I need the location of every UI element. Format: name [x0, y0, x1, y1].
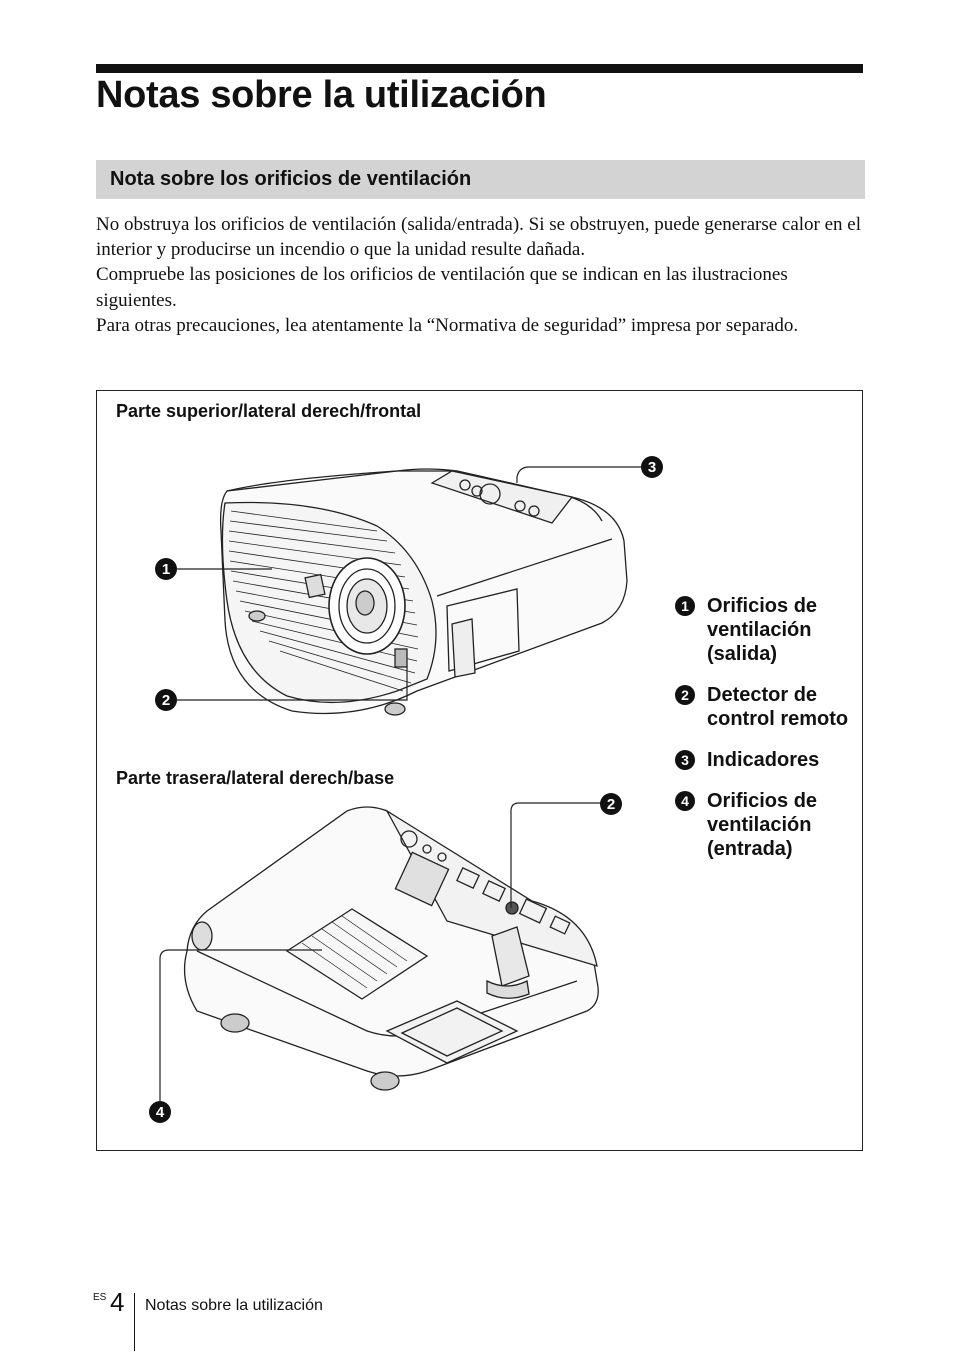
legend-number: 2: [675, 685, 695, 705]
body-text: No obstruya los orificios de ventilación…: [96, 212, 866, 338]
footer-page-number: 4: [110, 1287, 125, 1317]
projector-front-drawing: [219, 468, 628, 716]
legend-text: Orificios de ventilación (salida): [707, 595, 818, 665]
leader-line-2: [177, 666, 408, 701]
section-header: Nota sobre los orificios de ventilación: [96, 160, 865, 199]
title-rule: [96, 64, 863, 73]
figure-label-bottom: Parte trasera/lateral derech/base: [116, 768, 395, 788]
legend-item: 2 Detector de control remoto: [675, 683, 855, 731]
legend-item: 4 Orificios de ventilación (entrada): [675, 789, 855, 861]
leader-line-4: [159, 949, 322, 1101]
callout-1-badge: 1: [155, 558, 177, 580]
figure-legend: 1 Orificios de ventilación (salida) 2 De…: [675, 594, 855, 878]
legend-number: 3: [675, 750, 695, 770]
paragraph: Para otras precauciones, lea atentamente…: [96, 314, 799, 336]
legend-item: 3 Indicadores: [675, 748, 855, 772]
leader-line-3: [516, 466, 641, 483]
legend-number: 1: [675, 596, 695, 616]
footer-divider: [134, 1293, 135, 1351]
projector-illustrations: [159, 466, 641, 1101]
footer-language: ES: [93, 1292, 107, 1303]
paragraph: Compruebe las posiciones de los orificio…: [96, 264, 788, 311]
legend-text: Indicadores: [707, 749, 820, 771]
figure-label-top: Parte superior/lateral derech/frontal: [116, 401, 422, 421]
legend-text: Detector de control remoto: [707, 684, 849, 730]
legend-item: 1 Orificios de ventilación (salida): [675, 594, 855, 666]
section-title: Nota sobre los orificios de ventilación: [110, 168, 472, 190]
page-title: Notas sobre la utilización: [96, 74, 547, 116]
callout-2-badge: 2: [155, 689, 177, 711]
callout-2b-badge: 2: [600, 793, 622, 815]
callout-4-badge: 4: [149, 1101, 171, 1123]
paragraph: No obstruya los orificios de ventilación…: [96, 214, 862, 261]
projector-rear-drawing: [183, 806, 599, 1091]
legend-number: 4: [675, 791, 695, 811]
ventilation-figure: Parte superior/lateral derech/frontal Pa…: [96, 390, 863, 1151]
legend-text: Orificios de ventilación (entrada): [707, 790, 818, 860]
leader-line-2b: [510, 802, 610, 908]
footer-running-title: Notas sobre la utilización: [145, 1297, 323, 1314]
callout-3-badge: 3: [641, 456, 663, 478]
